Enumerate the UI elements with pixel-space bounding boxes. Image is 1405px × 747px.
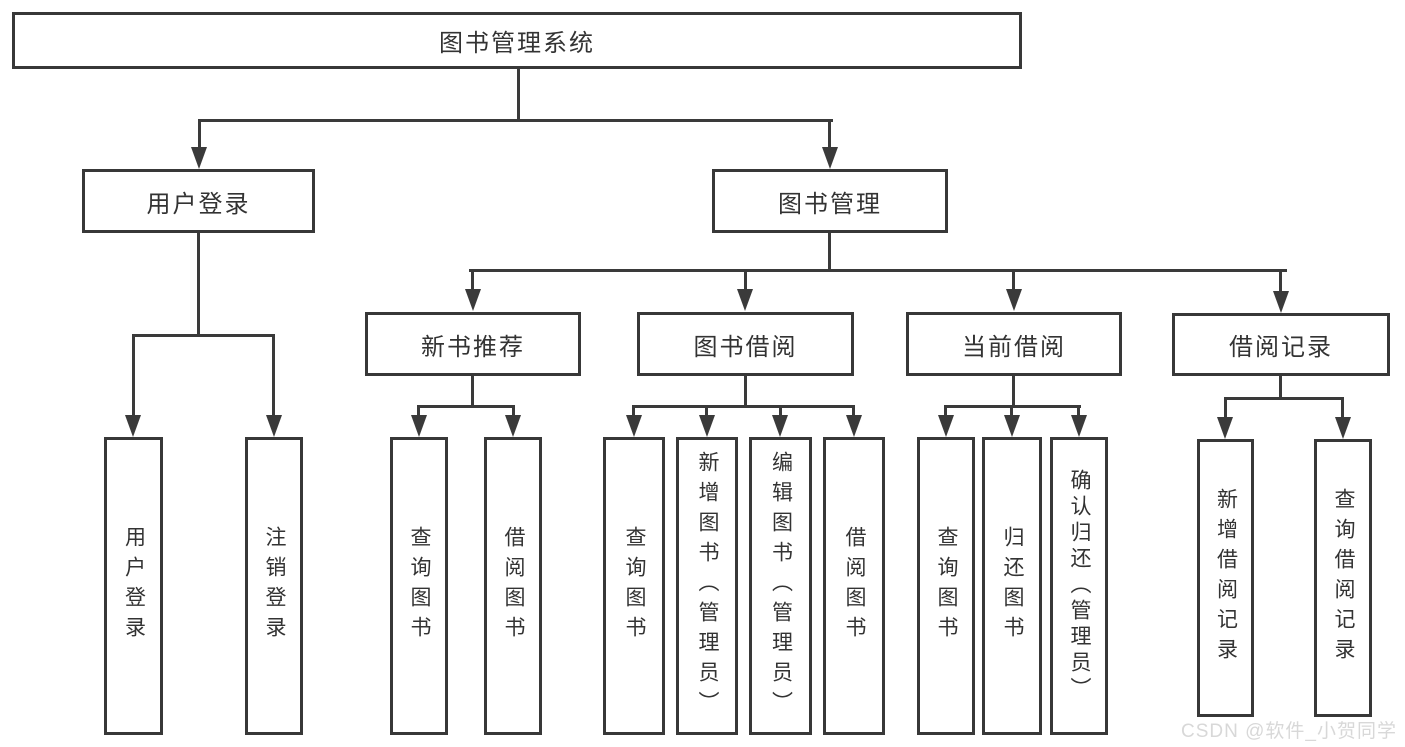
leaf-add-borrow-record-label: 新增借阅记录: [1214, 488, 1238, 668]
leaf-user-login-label: 用户登录: [122, 526, 146, 646]
connector-arm-current-borrow: [1012, 269, 1015, 291]
connector-records-hline: [1224, 397, 1344, 400]
csdn-watermark: CSDN @软件_小贺同学: [1181, 721, 1397, 742]
leaf-user-login: 用户登录: [104, 437, 163, 735]
arrow-down-icon: [737, 289, 753, 311]
connector-login-hline: [132, 334, 274, 337]
connector-borrow-stem: [744, 376, 747, 407]
connector-arm-login-leaf2: [272, 334, 275, 416]
leaf-confirm-return-admin: 确认归还（管理员）: [1050, 437, 1108, 735]
node-user-login-label: 用户登录: [146, 190, 251, 218]
connector-arm-records-leaf1: [1224, 397, 1227, 419]
leaf-query-books-current: 查询图书: [917, 437, 975, 735]
connector-borrow-hline: [632, 405, 855, 408]
node-borrow-records-label: 借阅记录: [1229, 334, 1333, 361]
leaf-query-borrow-record: 查询借阅记录: [1314, 439, 1372, 717]
connector-arm-current-leaf2: [1010, 405, 1013, 417]
leaf-query-books-recommend: 查询图书: [390, 437, 448, 735]
connector-arm-borrow-leaf3: [779, 405, 782, 417]
connector-level3-hline: [469, 269, 1287, 272]
arrow-down-icon: [505, 415, 521, 437]
arrow-down-icon: [266, 415, 282, 437]
connector-arm-current-leaf3: [1077, 405, 1080, 417]
arrow-down-icon: [626, 415, 642, 437]
connector-arm-current-leaf1: [944, 405, 947, 417]
leaf-borrow-books: 借阅图书: [823, 437, 885, 735]
leaf-query-books-current-label: 查询图书: [935, 526, 958, 646]
arrow-down-icon: [699, 415, 715, 437]
node-borrow-records: 借阅记录: [1172, 313, 1390, 376]
node-book-borrow: 图书借阅: [637, 312, 854, 376]
leaf-borrow-books-recommend-label: 借阅图书: [502, 526, 525, 646]
leaf-query-books-borrow: 查询图书: [603, 437, 665, 735]
arrow-down-icon: [191, 147, 207, 169]
node-current-borrow: 当前借阅: [906, 312, 1122, 376]
connector-records-stem: [1279, 376, 1282, 399]
node-book-management-label: 图书管理: [778, 190, 882, 218]
leaf-logout-label: 注销登录: [263, 526, 286, 646]
leaf-edit-book-admin: 编辑图书（管理员）: [749, 437, 812, 735]
connector-level2-hline: [198, 119, 833, 122]
arrow-down-icon: [1335, 417, 1351, 439]
leaf-add-borrow-record: 新增借阅记录: [1197, 439, 1254, 717]
arrow-down-icon: [1217, 417, 1233, 439]
connector-arm-borrow-leaf2: [705, 405, 708, 417]
connector-root-stem: [517, 69, 520, 122]
leaf-return-book: 归还图书: [982, 437, 1042, 735]
leaf-add-book-admin: 新增图书（管理员）: [676, 437, 738, 735]
arrow-down-icon: [1273, 291, 1289, 313]
arrow-down-icon: [822, 147, 838, 169]
connector-arm-new-book: [471, 269, 474, 291]
connector-arm-borrow-leaf4: [852, 405, 855, 417]
arrow-down-icon: [1004, 415, 1020, 437]
leaf-edit-book-admin-label: 编辑图书（管理员）: [769, 451, 793, 721]
arrow-down-icon: [1071, 415, 1087, 437]
node-current-borrow-label: 当前借阅: [962, 333, 1066, 361]
connector-arm-borrow-records: [1279, 269, 1282, 293]
connector-recommend-stem: [471, 376, 474, 407]
node-new-book-recommend: 新书推荐: [365, 312, 581, 376]
arrow-down-icon: [465, 289, 481, 311]
node-new-book-recommend-label: 新书推荐: [421, 333, 525, 361]
connector-arm-records-leaf2: [1341, 397, 1344, 419]
leaf-confirm-return-admin-label: 确认归还（管理员）: [1068, 469, 1091, 703]
connector-recommend-hline: [417, 405, 515, 408]
connector-arm-login-leaf1: [132, 334, 135, 416]
leaf-query-books-borrow-label: 查询图书: [623, 526, 646, 646]
leaf-query-borrow-record-label: 查询借阅记录: [1332, 488, 1355, 668]
arrow-down-icon: [772, 415, 788, 437]
leaf-return-book-label: 归还图书: [1001, 526, 1024, 646]
connector-current-stem: [1012, 376, 1015, 407]
connector-arm-book-borrow: [744, 269, 747, 291]
connector-arm-user-login: [198, 119, 201, 149]
connector-management-stem: [828, 233, 831, 272]
arrow-down-icon: [938, 415, 954, 437]
arrow-down-icon: [846, 415, 862, 437]
arrow-down-icon: [411, 415, 427, 437]
arrow-down-icon: [125, 415, 141, 437]
arrow-down-icon: [1006, 289, 1022, 311]
connector-arm-recommend-leaf2: [512, 405, 515, 417]
connector-login-stem: [197, 233, 200, 337]
node-book-borrow-label: 图书借阅: [693, 333, 798, 361]
node-user-login: 用户登录: [82, 169, 315, 233]
leaf-query-books-recommend-label: 查询图书: [408, 526, 431, 646]
connector-arm-borrow-leaf1: [632, 405, 635, 417]
leaf-borrow-books-label: 借阅图书: [843, 526, 866, 646]
connector-arm-book-management: [828, 119, 831, 149]
connector-arm-recommend-leaf1: [417, 405, 420, 417]
node-root-system: 图书管理系统: [12, 12, 1022, 69]
leaf-logout: 注销登录: [245, 437, 303, 735]
node-book-management: 图书管理: [712, 169, 948, 233]
node-root-label: 图书管理系统: [439, 30, 595, 57]
leaf-add-book-admin-label: 新增图书（管理员）: [696, 451, 719, 721]
leaf-borrow-books-recommend: 借阅图书: [484, 437, 542, 735]
